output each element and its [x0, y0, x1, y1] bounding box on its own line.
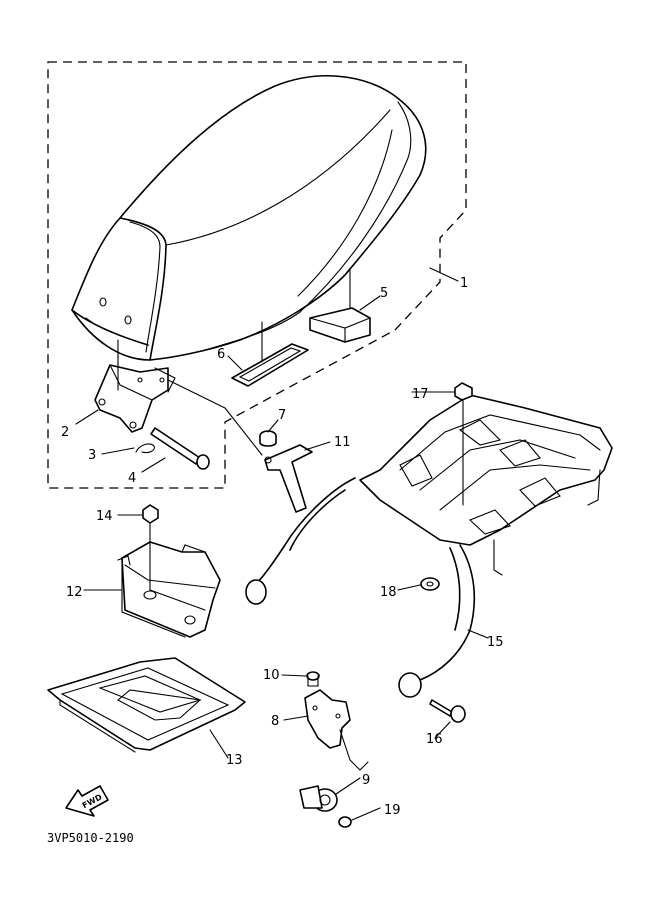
callout-12: 12 [66, 585, 83, 600]
seal [231, 321, 309, 387]
lock-cylinder [299, 785, 338, 812]
callout-14: 14 [96, 509, 113, 524]
screw-19 [338, 816, 352, 828]
callout-8: 8 [271, 714, 279, 729]
hinge-bracket [94, 339, 263, 456]
diagram-code: 3VP5010-2190 [47, 831, 134, 845]
callout-10: 10 [263, 668, 280, 683]
screw-10 [306, 671, 320, 687]
rear-carrier [245, 394, 613, 698]
callout-3: 3 [88, 448, 96, 463]
callout-17: 17 [412, 387, 429, 402]
washer [420, 577, 440, 591]
callout-2: 2 [61, 425, 69, 440]
callout-5: 5 [380, 286, 388, 301]
callout-9: 9 [362, 773, 370, 788]
leader-lines [75, 267, 489, 821]
callout-4: 4 [128, 471, 136, 486]
clip [135, 443, 155, 454]
callout-16: 16 [426, 732, 443, 747]
collar-nut [259, 430, 277, 447]
flange-nut [454, 382, 473, 506]
callout-1: 1 [460, 276, 468, 291]
seat [71, 75, 427, 361]
seat-lock-bracket [264, 444, 313, 513]
callout-18: 18 [380, 585, 397, 600]
pin [150, 427, 210, 470]
callout-7: 7 [278, 408, 286, 423]
callout-11: 11 [334, 435, 351, 450]
callout-19: 19 [384, 803, 401, 818]
callout-6: 6 [217, 347, 225, 362]
callout-13: 13 [226, 753, 243, 768]
seat-lock [304, 689, 369, 771]
callout-15: 15 [487, 635, 504, 650]
bolt-16 [429, 699, 466, 723]
seat-pad [309, 269, 371, 343]
seat-assembly-boundary [47, 61, 467, 489]
tool-box [117, 541, 221, 638]
tray [47, 657, 246, 753]
fwd-arrow-icon: FWD [65, 785, 109, 817]
